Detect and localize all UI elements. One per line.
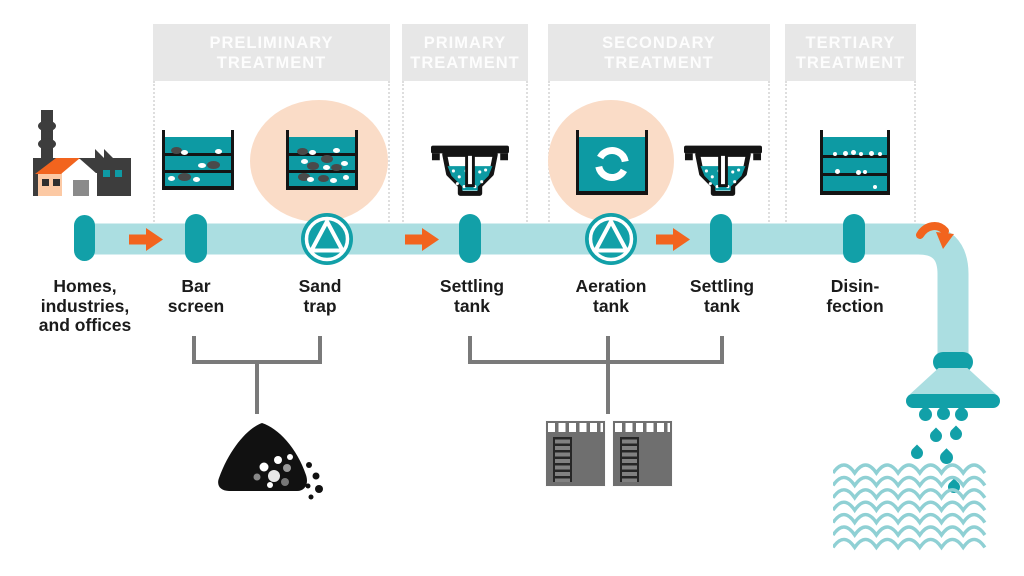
stage-header-text: TREATMENT [604,53,714,72]
label-settling-tank-secondary: Settling tank [678,276,766,316]
pipe-valve-icon [74,215,95,261]
section-divider [526,81,528,222]
label-line: industries, [40,295,130,316]
pipe-valve-icon [710,214,732,263]
digester-ladder [553,437,572,482]
label-line: Sand [298,276,342,296]
flow-arrow-icon [129,228,163,251]
section-divider [402,81,404,222]
label-line: Settling [439,276,505,296]
label-line: Disin- [830,276,880,296]
stage-header-secondary: SECONDARY TREATMENT [548,24,770,81]
label-line: Aeration [575,276,647,296]
section-divider [153,81,155,222]
stage-header-text: TREATMENT [795,53,906,72]
settling-tank-funnel-icon [431,145,509,196]
label-settling-tank-primary: Settling tank [428,276,516,316]
settling-tank-funnel-icon [684,145,762,196]
pipe-valve-icon [843,214,865,263]
section-divider [914,81,916,222]
flow-arrow-icon [405,228,439,251]
water-drops-icon [952,405,971,424]
bar-screen-tank-icon [162,130,234,190]
digester-ladder [620,437,639,482]
digester-crenellation [615,423,670,432]
label-line: trap [303,295,337,316]
bracket-line [468,336,472,364]
shower-outlet-icon [933,352,973,372]
label-aeration-tank: Aeration tank [567,276,655,316]
shower-base [906,394,1000,408]
label-line: Homes, [53,276,117,296]
label-line: Bar [181,276,211,296]
bracket-line [720,336,724,364]
label-line: tank [593,295,629,316]
flow-arrow-icon [656,228,690,251]
stage-header-text: TREATMENT [216,53,327,72]
label-source: Homes, industries, and offices [25,276,145,336]
sludge-digester-tanks-icon [545,420,606,487]
bracket-line [606,336,610,414]
aeration-tank-recycle-icon [576,130,648,195]
section-divider [388,81,390,222]
water-drops-icon [916,405,935,424]
bracket-line [318,336,322,364]
stage-header-text: TERTIARY [805,33,896,52]
stage-header-text: PRELIMINARY [209,33,334,52]
main-pipe [75,223,969,368]
pump-circle-triangle-icon [585,213,637,265]
sand-trap-tank-icon [286,130,358,190]
stage-header-text: TREATMENT [410,53,520,72]
factory-homes-icon [33,110,131,196]
label-line: tank [704,295,740,316]
digester-crenellation [548,423,603,432]
stage-header-text: PRIMARY [423,33,507,52]
label-line: and offices [38,315,132,335]
curved-flow-arrow-icon [916,222,954,249]
sludge-digester-tanks-icon [612,420,673,487]
sludge-pile-icon [218,423,323,500]
disinfection-tank-icon [820,130,890,195]
label-line: screen [167,295,225,316]
section-divider [768,81,770,222]
label-line: tank [454,295,490,316]
bracket-line [255,360,259,414]
section-divider [785,81,787,222]
pipe-valve-icon [185,214,207,263]
label-sand-trap: Sand trap [280,276,360,316]
bracket-line [192,336,196,364]
shower-cone [908,368,998,396]
water-drops-icon [927,427,945,445]
stage-header-preliminary: PRELIMINARY TREATMENT [153,24,390,81]
label-line: Settling [689,276,755,296]
label-line: fection [826,295,884,316]
stage-header-text: SECONDARY [602,33,716,52]
bracket-line [468,360,724,364]
pump-circle-triangle-icon [301,213,353,265]
label-bar-screen: Bar screen [156,276,236,316]
recycle-arrows-icon [595,147,629,181]
water-drops-icon [908,444,926,462]
stage-header-tertiary: TERTIARY TREATMENT [785,24,916,81]
stage-header-primary: PRIMARY TREATMENT [402,24,528,81]
label-disinfection: Disin- fection [811,276,899,316]
pipe-valve-icon [459,214,481,263]
receiving-water-waves-icon [833,463,987,551]
water-drops-icon [947,425,965,443]
